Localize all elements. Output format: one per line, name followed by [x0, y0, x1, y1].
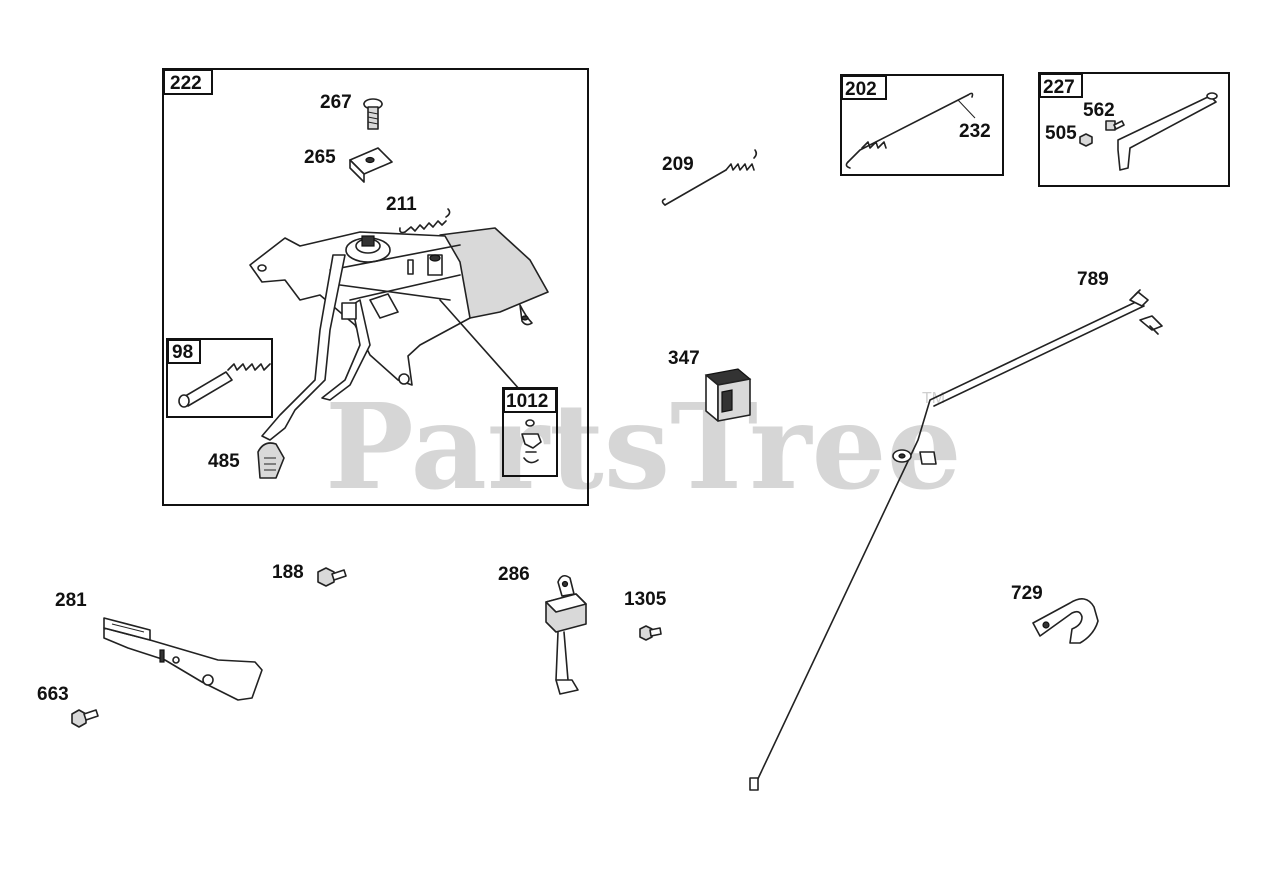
group-label-98: 98	[172, 342, 193, 363]
part-98-spring[interactable]	[227, 363, 271, 371]
part-1012-fitting[interactable]	[521, 419, 542, 464]
callout-663: 663	[37, 684, 69, 705]
part-505-nut[interactable]	[1079, 133, 1093, 147]
part-control-bracket[interactable]	[249, 227, 549, 441]
callout-485: 485	[208, 451, 240, 472]
callout-209: 209	[662, 154, 694, 175]
callout-562: 562	[1083, 100, 1115, 121]
part-663-screw[interactable]	[71, 709, 99, 728]
callout-1305: 1305	[624, 589, 667, 610]
part-188-screw[interactable]	[317, 567, 347, 587]
part-1305-screw[interactable]	[639, 625, 662, 641]
callout-265: 265	[304, 147, 336, 168]
group-227: 227	[1038, 72, 1230, 187]
group-1012: 1012	[502, 387, 558, 477]
callout-789: 789	[1077, 269, 1109, 290]
part-267-screw[interactable]	[363, 98, 383, 130]
group-label-202: 202	[845, 79, 877, 100]
part-281-bracket[interactable]	[103, 617, 263, 701]
part-347-switch[interactable]	[704, 368, 752, 422]
callout-505: 505	[1045, 123, 1077, 144]
part-286-module[interactable]	[545, 574, 587, 695]
part-562-screw[interactable]	[1105, 120, 1125, 131]
group-222: 222	[162, 68, 589, 506]
callout-286: 286	[498, 564, 530, 585]
part-485-knob[interactable]	[257, 442, 285, 479]
group-label-1012: 1012	[506, 391, 548, 412]
group-label-222: 222	[170, 73, 202, 94]
group-label-227: 227	[1043, 77, 1075, 98]
part-98-pin[interactable]	[178, 371, 233, 408]
part-789-wire-harness[interactable]	[749, 289, 1163, 791]
callout-267: 267	[320, 92, 352, 113]
part-202-rod[interactable]	[845, 92, 976, 169]
callout-281: 281	[55, 590, 87, 611]
part-265-clip[interactable]	[349, 147, 393, 183]
part-209-spring[interactable]	[661, 149, 758, 206]
part-227-lever[interactable]	[1117, 92, 1218, 171]
group-98: 98	[166, 338, 273, 418]
callout-729: 729	[1011, 583, 1043, 604]
group-202: 202	[840, 74, 1004, 176]
callout-347: 347	[668, 348, 700, 369]
callout-188: 188	[272, 562, 304, 583]
part-729-clamp[interactable]	[1032, 598, 1099, 644]
callout-232: 232	[959, 121, 991, 142]
callout-211: 211	[386, 194, 417, 215]
watermark-text: PartsTree	[325, 377, 962, 516]
part-211-spring[interactable]	[399, 208, 451, 234]
